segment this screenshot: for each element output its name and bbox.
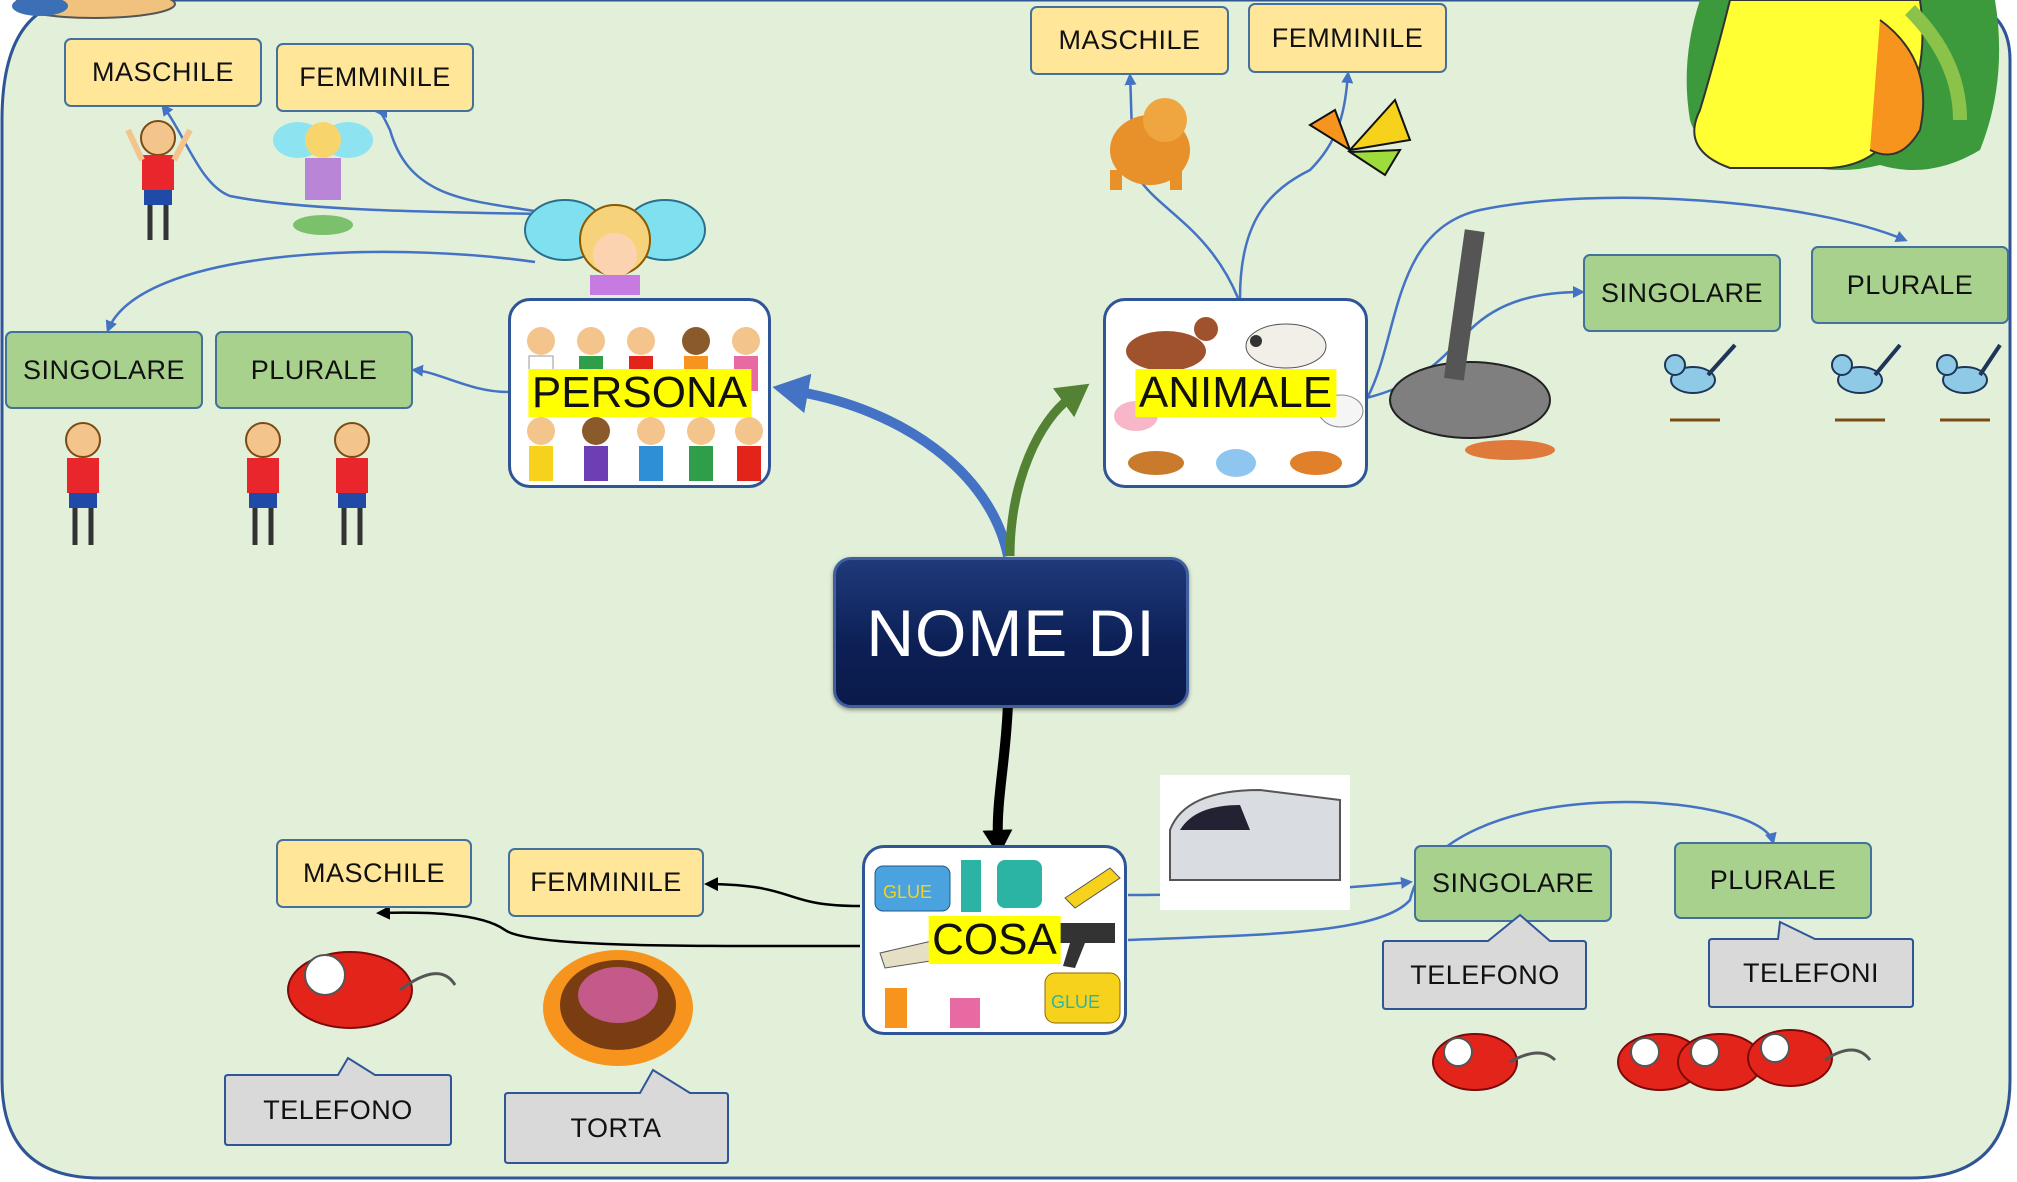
animale-maschile-label: MASCHILE (1058, 25, 1201, 55)
animale-femminile-box: FEMMINILE (1248, 3, 1447, 73)
callout-telefoni-plurale (1708, 920, 1914, 1008)
train-icon (1160, 775, 1350, 910)
arrow-to-cosa (982, 702, 1013, 856)
girl-icon (273, 122, 373, 235)
cosa-maschile-label: MASCHILE (302, 858, 446, 888)
persona-maschile-box: MASCHILE (64, 38, 262, 107)
cat-icon (1389, 229, 1555, 460)
example-telefoni-plurale: TELEFONI (1714, 943, 1908, 1003)
cosa-plurale-box: PLURALE (1674, 842, 1872, 919)
example-torta-text: TORTA (570, 1112, 662, 1143)
persona-femminile-box: FEMMINILE (276, 43, 474, 112)
arrow-to-persona (772, 373, 1013, 558)
bird-singular-icon (1664, 343, 1737, 422)
example-telefoni-plurale-text: TELEFONI (1742, 957, 1880, 988)
persona-singolare-box: SINGOLARE (5, 331, 203, 409)
animale-to-plurale (1364, 196, 1908, 401)
telephone-singular-icon (1432, 1033, 1557, 1091)
persona-plurale-label: PLURALE (250, 354, 378, 385)
dog-icon (1110, 98, 1190, 190)
cosa-plurale-label: PLURALE (1709, 865, 1837, 895)
callout-telefono-maschile (224, 1056, 452, 1146)
animale-maschile-box: MASCHILE (1030, 6, 1229, 75)
cosa-to-femminile (704, 877, 861, 908)
persona-singolare-label: SINGOLARE (22, 354, 186, 385)
callout-torta (504, 1068, 729, 1164)
cake-icon (543, 950, 693, 1066)
corner-character-icon (12, 0, 176, 19)
example-telefono-maschile-text: TELEFONO (263, 1094, 413, 1125)
center-node: NOME DI (833, 557, 1189, 708)
animale-singolare-label: SINGOLARE (1600, 277, 1764, 308)
cosa-maschile-box: MASCHILE (276, 839, 472, 908)
persona-label: PERSONA (527, 369, 752, 417)
cosa-to-maschile (376, 905, 861, 948)
cosa-femminile-label: FEMMINILE (530, 867, 682, 897)
persona-to-plurale (411, 364, 509, 394)
persona-plurale-box: PLURALE (215, 331, 413, 409)
cosa-node: GLUE GLUE COSA (862, 845, 1127, 1035)
animale-plurale-label: PLURALE (1846, 269, 1974, 300)
telephone-icon (287, 951, 457, 1029)
glue-text-bottom: GLUE (1051, 992, 1100, 1012)
cosa-singolare-label: SINGOLARE (1431, 868, 1595, 898)
cosa-singolare-box: SINGOLARE (1414, 845, 1612, 922)
telephones-plural-icon (1617, 1029, 1872, 1091)
animale-label: ANIMALE (1134, 369, 1337, 417)
persona-node: PERSONA (508, 298, 771, 488)
example-telefono-singolare: TELEFONO (1388, 945, 1582, 1005)
animale-to-femminile (1238, 71, 1354, 299)
arrow-to-animale (1005, 383, 1090, 557)
fairy-icon (524, 199, 706, 295)
animale-plurale-box: PLURALE (1811, 246, 2009, 324)
persona-maschile-label: MASCHILE (91, 57, 235, 87)
animale-node: ANIMALE (1103, 298, 1368, 488)
center-label: NOME DI (866, 595, 1156, 670)
boy-singular-icon (65, 422, 101, 545)
example-telefono-maschile: TELEFONO (230, 1080, 446, 1140)
persona-femminile-label: FEMMINILE (299, 62, 451, 92)
persona-to-maschile (161, 103, 541, 216)
boy-icon (125, 120, 193, 240)
flower-character-icon (1686, 0, 2000, 170)
birds-plural-icon (1831, 343, 2002, 422)
glue-text-top: GLUE (883, 882, 932, 902)
animale-femminile-label: FEMMINILE (1271, 22, 1424, 53)
butterfly-icon (1308, 98, 1412, 177)
callout-telefono-singolare (1382, 913, 1587, 1010)
animale-singolare-box: SINGOLARE (1583, 254, 1781, 332)
persona-to-femminile (375, 106, 541, 214)
example-telefono-singolare-text: TELEFONO (1410, 959, 1560, 990)
boys-plural-icon (245, 422, 370, 545)
cosa-label: COSA (928, 916, 1061, 964)
cosa-femminile-box: FEMMINILE (508, 848, 704, 917)
persona-to-singolare (105, 250, 536, 333)
example-torta: TORTA (510, 1098, 722, 1158)
